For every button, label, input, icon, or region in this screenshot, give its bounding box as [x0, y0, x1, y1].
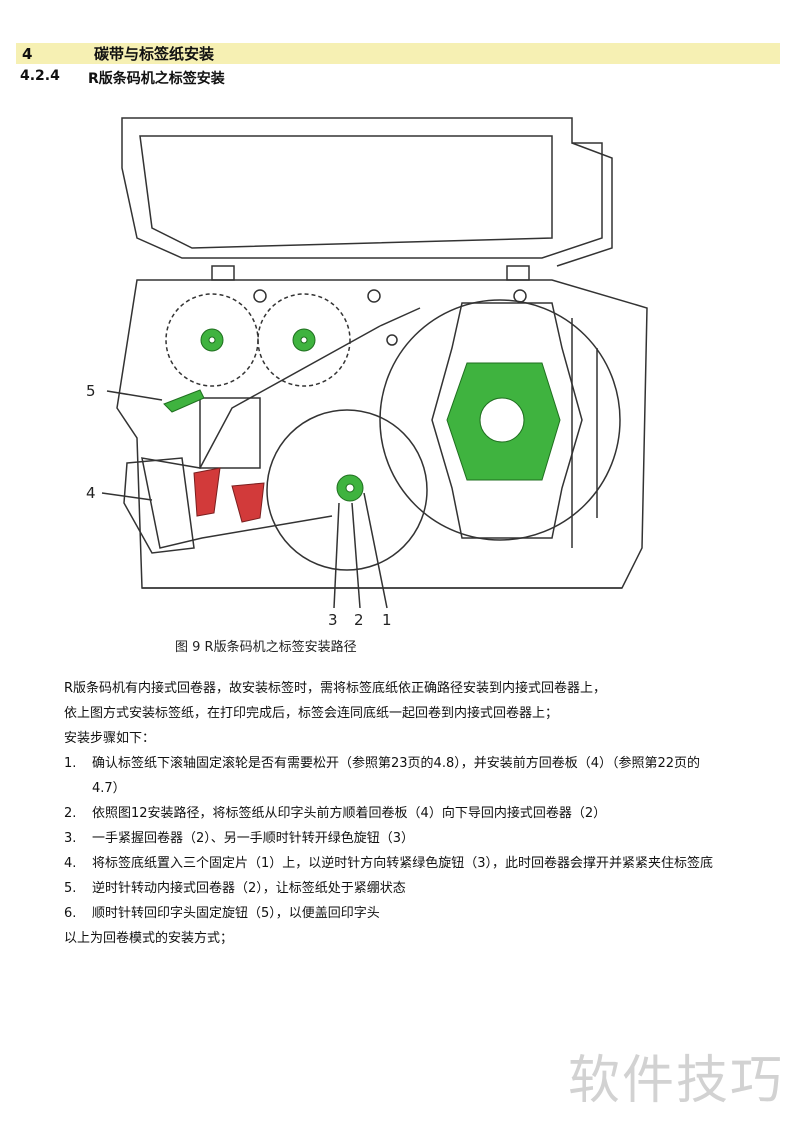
top-cover-edge [556, 142, 613, 267]
step-number: 5. [64, 881, 77, 896]
label-path [141, 325, 381, 549]
step-number: 6. [64, 906, 77, 921]
callout-line-1 [363, 492, 388, 609]
step-number [64, 776, 92, 801]
step-number: 1. [64, 756, 77, 771]
step-number: 3. [64, 831, 77, 846]
step-item: 2. 依照图12安装路径，将标签纸从印字头前方顺着回卷板（4）向下导回内接式回卷… [64, 801, 800, 826]
chapter-title: 碳带与标签纸安装 [94, 45, 215, 63]
callout-1: 1 [382, 611, 392, 628]
chapter-heading: 4 碳带与标签纸安装 [16, 43, 780, 64]
print-head [199, 397, 261, 469]
callout-line-3 [333, 502, 340, 609]
screw-4 [386, 334, 398, 346]
step-text: 将标签底纸置入三个固定片（1）上，以逆时针方向转紧绿色旋钮（3），此时回卷器会撑… [92, 856, 714, 871]
section-title: R版条码机之标签安装 [88, 71, 225, 87]
roll-hub-core [479, 397, 525, 443]
gear-left [165, 293, 259, 387]
body-text: R版条码机有内接式回卷器，故安装标签时，需将标签底纸依正确路径安装到内接式回卷器… [64, 676, 800, 951]
label-path-2 [379, 307, 421, 327]
callout-5: 5 [86, 382, 96, 400]
rewinder-disc [266, 409, 428, 571]
printhead-lever [163, 389, 205, 413]
callout-line-2 [351, 502, 361, 609]
step-number: 4. [64, 856, 77, 871]
label-roll [379, 299, 621, 541]
gear-right [257, 293, 351, 387]
step-item: 4.7） [64, 776, 800, 801]
printer-diagram: 5 4 3 2 1 [82, 108, 800, 628]
rewind-plate-red-1 [193, 467, 221, 517]
step-text: 确认标签纸下滚轴固定滚轮是否有需要松开（参照第23页的4.8），并安装前方回卷板… [92, 756, 701, 771]
callout-4: 4 [86, 484, 96, 502]
step-item: 6. 顺时针转回印字头固定旋钮（5），以便盖回印字头 [64, 901, 800, 926]
callout-line-5 [106, 390, 163, 401]
top-cover-inner [139, 135, 553, 249]
step-item: 4. 将标签底纸置入三个固定片（1）上，以逆时针方向转紧绿色旋钮（3），此时回卷… [64, 851, 800, 876]
screw-3 [513, 289, 527, 303]
step-text: 4.7） [92, 781, 126, 796]
section-heading: 4.2.4 R版条码机之标签安装 [20, 68, 225, 88]
gear-hub-right-center [300, 336, 308, 344]
step-item: 3. 一手紧握回卷器（2）、另一手顺时针转开绿色旋钮（3） [64, 826, 800, 851]
rewind-plate-red-2 [231, 482, 265, 523]
roll-holder [431, 302, 583, 539]
step-text: 一手紧握回卷器（2）、另一手顺时针转开绿色旋钮（3） [92, 831, 415, 846]
intro-line-2: 依上图方式安装标签纸，在打印完成后，标签会连同底纸一起回卷到内接式回卷器上； [64, 706, 559, 721]
printer-body [116, 279, 648, 589]
section-number: 4.2.4 [20, 68, 60, 84]
watermark: 软件技巧 [568, 1051, 785, 1111]
step-number: 2. [64, 806, 77, 821]
step-text: 逆时针转动内接式回卷器（2），让标签纸处于紧绷状态 [92, 881, 406, 896]
chapter-number: 4 [22, 44, 33, 63]
screw-2 [367, 289, 381, 303]
hinge-right [506, 265, 530, 281]
figure-caption: 图 9 R版条码机之标签安装路径 [175, 640, 357, 655]
rewinder-knob-center [345, 483, 355, 493]
step-text: 顺时针转回印字头固定旋钮（5），以便盖回印字头 [92, 906, 380, 921]
top-cover [121, 117, 603, 259]
step-text: 依照图12安装路径，将标签纸从印字头前方顺着回卷板（4）向下导回内接式回卷器（2… [92, 806, 607, 821]
hinge-left [211, 265, 235, 281]
callout-2: 2 [354, 611, 364, 628]
steps-heading: 安装步骤如下： [64, 731, 156, 746]
printer-diagram-svg: 5 4 3 2 1 [86, 117, 648, 628]
screw-1 [253, 289, 267, 303]
intro-line-1: R版条码机有内接式回卷器，故安装标签时，需将标签底纸依正确路径安装到内接式回卷器… [64, 681, 607, 696]
rewind-plate [123, 457, 195, 554]
gear-hub-left-center [208, 336, 216, 344]
callout-line-4 [101, 492, 153, 501]
step-item: 5. 逆时针转动内接式回卷器（2），让标签纸处于紧绷状态 [64, 876, 800, 901]
callout-3: 3 [328, 611, 338, 628]
step-item: 1. 确认标签纸下滚轴固定滚轮是否有需要松开（参照第23页的4.8），并安装前方… [64, 751, 800, 776]
outro-line: 以上为回卷模式的安装方式； [64, 931, 234, 946]
